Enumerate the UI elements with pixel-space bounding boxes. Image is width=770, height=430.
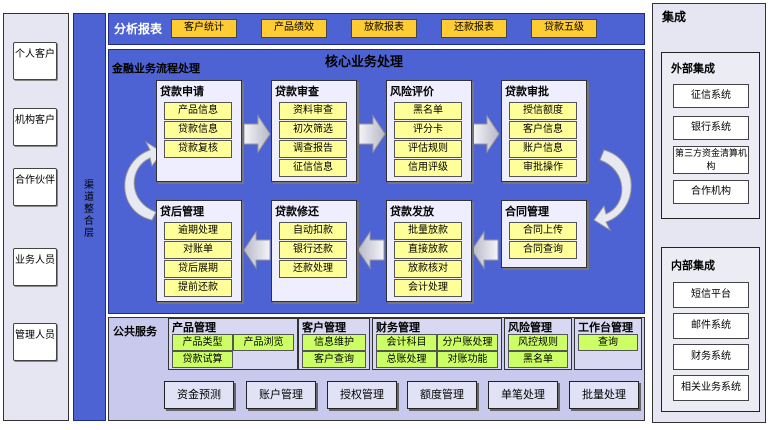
public-group-item[interactable]: 对账功能 [437,351,498,368]
flow-title: 金融业务流程处理 [112,62,200,75]
process-item[interactable]: 放款核对 [394,260,462,278]
analysis-item[interactable]: 放款报表 [351,19,417,38]
process-item[interactable]: 授信额度 [509,102,577,120]
process-title: 风险评价 [390,85,434,98]
process-item[interactable]: 初次筛选 [279,121,347,139]
process-item[interactable]: 贷款复核 [164,140,232,158]
public-bottom-button[interactable]: 单笔处理 [488,381,558,409]
channel-item[interactable]: 机构客户 [13,108,57,146]
external-title: 外部集成 [671,62,715,75]
process-item[interactable]: 自动扣款 [279,222,347,240]
internal-item[interactable]: 相关业务系统 [673,375,749,401]
process-title: 贷款发放 [390,205,434,218]
public-group-title: 风险管理 [508,321,552,334]
arrow-loop-right [593,149,632,232]
channel-item[interactable]: 合作伙伴 [13,168,57,206]
public-title: 公共服务 [113,325,157,338]
process-item[interactable]: 贷款信息 [164,121,232,139]
process-item[interactable]: 逾期处理 [164,222,232,240]
core-title: 核心业务处理 [325,55,404,70]
arrow-right-3 [472,114,500,154]
arrow-right-2 [358,114,386,154]
public-group-item[interactable]: 风控规则 [508,334,568,351]
public-group-item[interactable]: 信息维护 [302,334,366,351]
process-item[interactable]: 评估规则 [394,140,462,158]
arrow-right-1 [243,114,271,154]
process-title: 贷款审批 [505,85,549,98]
public-group-item[interactable]: 分户账处理 [437,334,498,351]
public-bottom-button[interactable]: 资金预测 [164,381,234,409]
external-item[interactable]: 银行系统 [673,116,749,140]
process-item[interactable]: 信用评级 [394,159,462,177]
analysis-title: 分析报表 [114,22,163,36]
process-item[interactable]: 贷后展期 [164,260,232,278]
public-group-item[interactable]: 总账处理 [376,351,437,368]
public-group-title: 产品管理 [172,321,216,334]
integration-title: 集成 [662,10,687,24]
internal-item[interactable]: 邮件系统 [673,313,749,339]
public-group-title: 工作台管理 [578,321,633,334]
channel-integration-bar [73,13,106,421]
arrow-left-3 [243,230,271,270]
analysis-item[interactable]: 还款报表 [441,19,507,38]
external-item[interactable]: 合作机构 [673,180,749,204]
analysis-item[interactable]: 客户统计 [171,19,237,38]
process-item[interactable]: 评分卡 [394,121,462,139]
public-group-title: 客户管理 [302,321,346,334]
public-group-item[interactable]: 黑名单 [508,351,568,368]
public-bottom-button[interactable]: 授权管理 [327,381,397,409]
channel-item[interactable]: 个人客户 [13,42,57,80]
arrow-left-2 [357,230,385,270]
process-item[interactable]: 审批操作 [509,159,577,177]
public-group-title: 财务管理 [376,321,420,334]
public-bottom-button[interactable]: 账户管理 [246,381,316,409]
process-title: 贷款修还 [275,205,319,218]
process-item[interactable]: 调查报告 [279,140,347,158]
public-group-item[interactable]: 贷款试算 [172,351,233,368]
arrow-loop-left [124,140,163,221]
external-item[interactable]: 征信系统 [673,84,749,108]
process-item[interactable]: 合同上传 [509,222,577,240]
process-item[interactable]: 征信信息 [279,159,347,177]
channel-integration-label: 渠道整合层 [84,180,94,239]
process-item[interactable]: 资料审查 [279,102,347,120]
internal-item[interactable]: 短信平台 [673,282,749,308]
process-item[interactable]: 客户信息 [509,121,577,139]
internal-item[interactable]: 财务系统 [673,344,749,370]
public-group-item[interactable]: 产品类型 [172,334,233,351]
internal-title: 内部集成 [671,259,715,272]
process-item[interactable]: 合同查询 [509,241,577,259]
process-item[interactable]: 还款处理 [279,260,347,278]
channel-item[interactable]: 管理人员 [13,323,57,361]
arrow-left-1 [471,230,499,270]
process-item[interactable]: 会计处理 [394,279,462,297]
public-group-item[interactable]: 查询 [578,334,638,351]
public-group-item[interactable]: 客户查询 [302,351,366,368]
analysis-item[interactable]: 产品绩效 [261,19,327,38]
public-group-item[interactable]: 会计科目 [376,334,437,351]
public-group-item[interactable]: 产品浏览 [233,334,294,351]
process-title: 合同管理 [505,205,549,218]
process-item[interactable]: 产品信息 [164,102,232,120]
process-title: 贷后管理 [160,205,204,218]
process-item[interactable]: 批量放款 [394,222,462,240]
process-item[interactable]: 银行还款 [279,241,347,259]
channel-item[interactable]: 业务人员 [13,248,57,286]
process-title: 贷款审查 [275,85,319,98]
public-bottom-button[interactable]: 额度管理 [407,381,477,409]
process-item[interactable]: 提前还款 [164,279,232,297]
process-item[interactable]: 账户信息 [509,140,577,158]
external-item[interactable]: 第三方资金清算机构 [673,146,749,174]
public-bottom-button[interactable]: 批量处理 [569,381,639,409]
process-title: 贷款申请 [160,85,204,98]
process-item[interactable]: 对账单 [164,241,232,259]
analysis-item[interactable]: 贷款五级 [531,19,597,38]
process-item[interactable]: 黑名单 [394,102,462,120]
process-item[interactable]: 直接放款 [394,241,462,259]
